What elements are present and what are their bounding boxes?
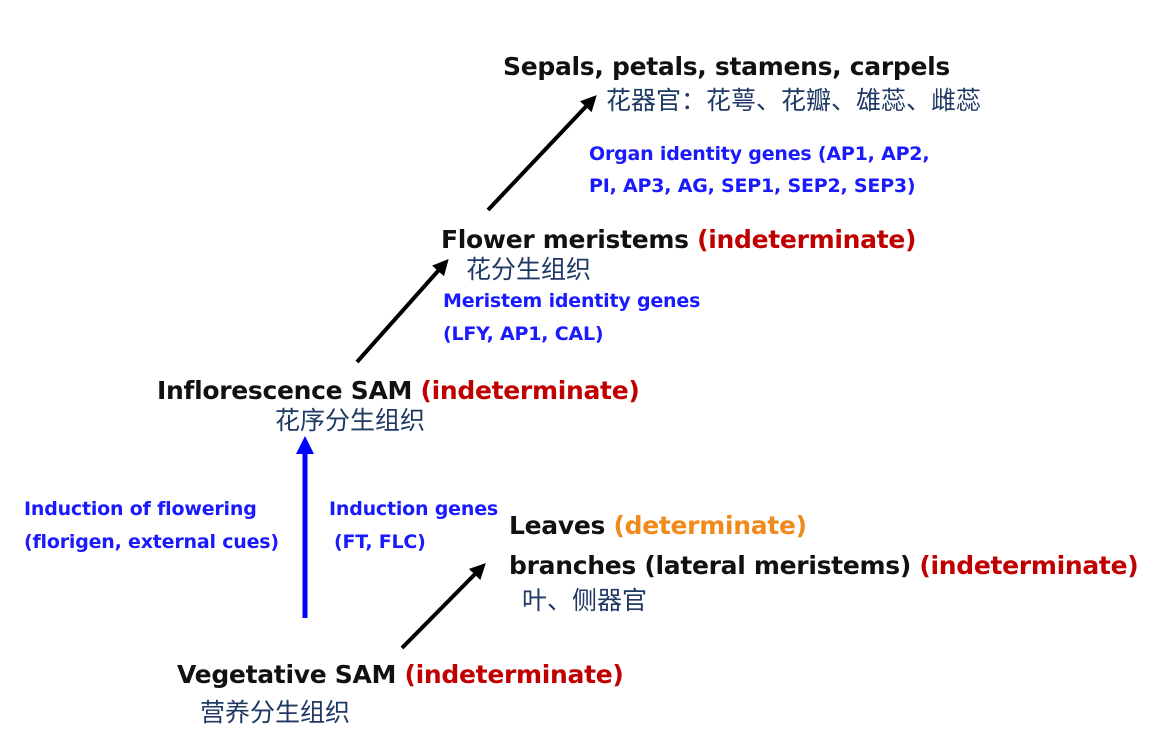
inflorescence-title: Inflorescence SAM <box>157 376 413 405</box>
induction-genes-line1: Induction genes <box>329 498 498 520</box>
inflorescence-status: (indeterminate) <box>420 376 640 405</box>
flower-meristem-title: Flower meristems <box>441 225 689 254</box>
vegetative-title: Vegetative SAM <box>177 660 397 689</box>
arrow-vegetative-to-leaves <box>400 563 486 650</box>
lateral-organs-chinese: 叶、侧器官 <box>522 586 648 615</box>
inflorescence-label: Inflorescence SAM (indeterminate) <box>157 376 640 405</box>
meristem-genes-line1: Meristem identity genes <box>443 290 701 312</box>
branches-status: (indeterminate) <box>919 551 1139 580</box>
floral-organs-title: Sepals, petals, stamens, carpels <box>503 52 951 81</box>
branches-label: branches (lateral meristems) (indetermin… <box>509 551 1139 580</box>
vegetative-chinese: 营养分生组织 <box>200 698 351 727</box>
organ-genes-line1: Organ identity genes (AP1, AP2, <box>589 143 930 165</box>
meristem-genes-line2: (LFY, AP1, CAL) <box>443 323 604 345</box>
leaves-title: Leaves <box>509 511 606 540</box>
induction-genes-line2: (FT, FLC) <box>334 531 426 553</box>
floral-organs-chinese: 花器官：花萼、花瓣、雄蕊、雌蕊 <box>606 86 982 115</box>
vegetative-label: Vegetative SAM (indeterminate) <box>177 662 624 687</box>
flower-meristem-status: (indeterminate) <box>697 225 917 254</box>
induction-flowering-line1: Induction of flowering <box>24 498 257 520</box>
flower-meristem-chinese: 花分生组织 <box>466 255 592 284</box>
leaves-status: (determinate) <box>613 511 808 540</box>
organ-genes-line2: PI, AP3, AG, SEP1, SEP2, SEP3) <box>589 175 916 197</box>
leaves-label: Leaves (determinate) <box>509 513 807 538</box>
vegetative-status: (indeterminate) <box>404 660 624 689</box>
flower-meristem-label: Flower meristems (indeterminate) <box>441 227 916 252</box>
branches-title: branches (lateral meristems) <box>509 551 911 580</box>
inflorescence-chinese: 花序分生组织 <box>275 406 426 435</box>
arrow-inflorescence-to-flower <box>355 259 449 364</box>
floral-organs-label: Sepals, petals, stamens, carpels <box>503 54 950 79</box>
arrow-flower-to-organs <box>486 95 597 212</box>
induction-flowering-line2: (florigen, external cues) <box>24 531 279 553</box>
